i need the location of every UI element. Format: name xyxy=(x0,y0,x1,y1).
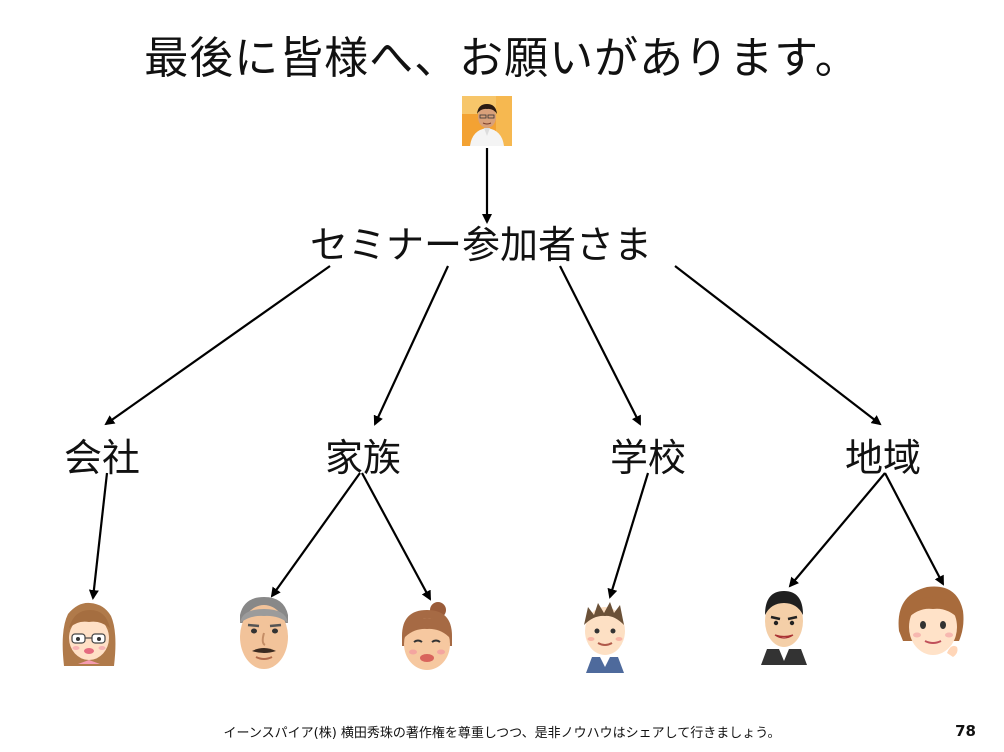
arrow-family-to-person3 xyxy=(361,472,431,601)
page-number: 78 xyxy=(955,722,976,740)
arrow-family-to-person2 xyxy=(270,472,361,598)
footer-copyright-note: イーンスパイア(株) 横田秀珠の著作権を尊重しつつ、是非ノウハウはシェアして行き… xyxy=(223,726,781,741)
arrow-community-to-person6 xyxy=(884,472,944,586)
group-school-label: 学校 xyxy=(610,436,687,480)
person-student-icon xyxy=(584,602,625,673)
presenter-photo xyxy=(462,96,512,146)
slide-title: 最後に皆様へ、お願いがあります。 xyxy=(144,33,860,84)
arrow-root-to-community xyxy=(674,265,882,426)
group-community-label: 地域 xyxy=(845,436,922,480)
person-woman-glasses-icon xyxy=(62,602,116,666)
person-woman-icon xyxy=(898,586,964,657)
arrow-school-to-person4 xyxy=(607,472,650,599)
person-mother-icon xyxy=(402,602,452,670)
arrow-root-to-school xyxy=(559,265,641,426)
person-father-icon xyxy=(240,597,288,669)
arrow-company-to-person1 xyxy=(88,472,109,600)
root-participants-label: セミナー参加者さま xyxy=(310,223,653,267)
arrow-root-to-family xyxy=(373,265,449,426)
arrow-root-to-company xyxy=(104,265,331,426)
arrow-community-to-person5 xyxy=(788,472,886,588)
group-company-label: 会社 xyxy=(64,436,141,480)
person-businessman-icon xyxy=(761,591,807,665)
